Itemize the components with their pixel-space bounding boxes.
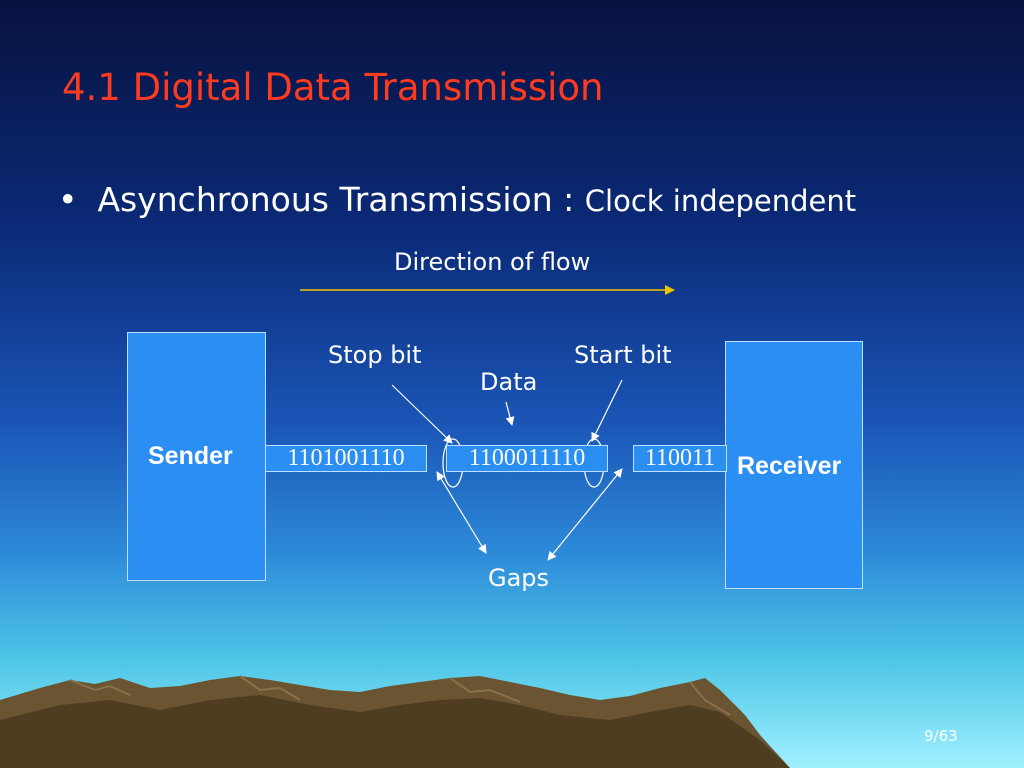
flow-direction-label: Direction of flow bbox=[394, 248, 591, 276]
gap-arrow-left bbox=[436, 471, 487, 554]
bit-frame-3: 110011 bbox=[633, 445, 727, 472]
bullet-marker: • bbox=[58, 180, 78, 219]
data-pointer bbox=[505, 401, 515, 426]
gap-arrow-right bbox=[547, 468, 623, 561]
bullet-point: • Asynchronous Transmission : Clock indep… bbox=[58, 180, 856, 219]
bit-frame-1: 1101001110 bbox=[265, 445, 427, 472]
stop-bit-label: Stop bit bbox=[328, 341, 422, 369]
sender-box bbox=[127, 332, 266, 581]
sender-label: Sender bbox=[148, 442, 233, 470]
stop-bit-pointer bbox=[391, 384, 453, 444]
slide-title: 4.1 Digital Data Transmission bbox=[62, 66, 604, 109]
start-bit-label: Start bit bbox=[574, 341, 672, 369]
mountain-range bbox=[0, 675, 790, 768]
gaps-label: Gaps bbox=[488, 564, 550, 592]
receiver-label: Receiver bbox=[737, 452, 842, 480]
receiver-box bbox=[725, 341, 863, 589]
bullet-main-text: Asynchronous Transmission : bbox=[97, 180, 585, 219]
data-label: Data bbox=[480, 368, 538, 396]
bit-frame-2: 1100011110 bbox=[446, 445, 608, 472]
start-bit-pointer bbox=[591, 379, 623, 442]
bullet-sub-text: Clock independent bbox=[584, 184, 857, 218]
page-number: 9/63 bbox=[924, 727, 958, 745]
